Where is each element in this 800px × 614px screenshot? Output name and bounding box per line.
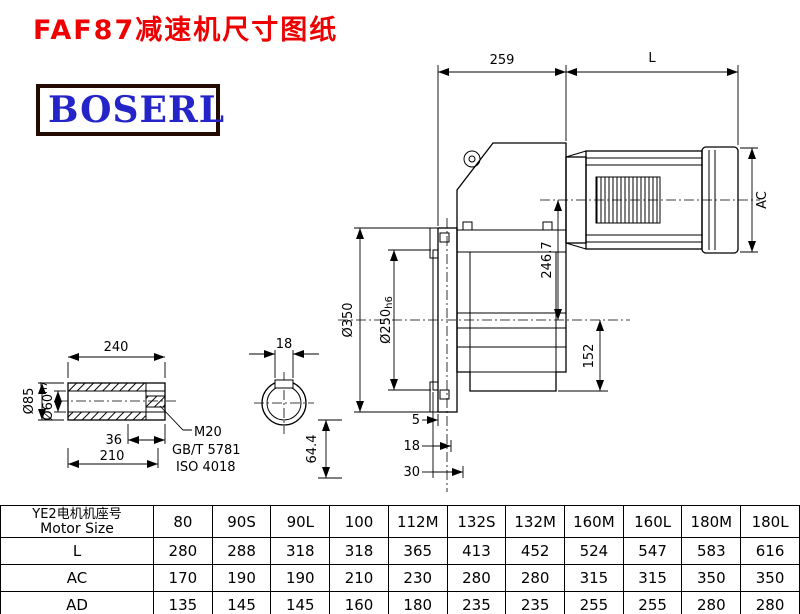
dim-shaft-bore-tolerance: H7 — [40, 381, 50, 394]
dimension-value-cell: 160 — [329, 591, 389, 614]
lifting-eye-icon — [463, 150, 481, 168]
motor-stator-ribs — [595, 176, 661, 224]
dimension-value-cell: 280 — [740, 591, 800, 614]
dimension-value-cell: 365 — [387, 537, 448, 565]
dim-210: 210 — [100, 449, 125, 464]
dimension-value-cell: 315 — [622, 564, 683, 592]
fan-cowl — [701, 146, 739, 254]
dimension-value-cell: 318 — [270, 537, 331, 565]
dim-ac: AC — [755, 191, 770, 209]
shaft-section-view: 18 — [249, 337, 319, 434]
label-m20: M20 — [194, 425, 222, 440]
dimension-value-cell: 235 — [446, 591, 507, 614]
dimension-value-cell: 280 — [446, 564, 507, 592]
dim-spigot-diameter-value: Ø250 — [379, 309, 394, 344]
dimension-value-cell: 170 — [153, 564, 213, 592]
dimension-value-cell: 583 — [681, 537, 742, 565]
dim-shaft-bore: Ø60H7 — [40, 381, 56, 420]
motor-size-col-header: 160L — [622, 505, 683, 538]
shaft-detail-view: 240 Ø85 Ø60H7 36 210 M20 — [22, 340, 241, 475]
dim-spigot-tolerance: h6 — [384, 296, 395, 309]
dim-spigot-diameter: Ø250h6 — [379, 296, 395, 344]
dimension-value-cell: 235 — [505, 591, 566, 614]
dimension-value-cell: 524 — [564, 537, 624, 565]
dimension-value-cell: 145 — [211, 591, 272, 614]
dimension-value-cell: 280 — [153, 537, 213, 565]
dimension-value-cell: 190 — [270, 564, 331, 592]
table-header-en: Motor Size — [40, 520, 114, 537]
dim-step-5: 5 — [412, 413, 420, 428]
dimension-value-cell: 210 — [329, 564, 389, 592]
boserl-logo-text: BOSERL — [48, 89, 226, 131]
motor-size-col-header: 132M — [505, 505, 566, 538]
flange-hole-icon — [439, 389, 450, 400]
label-iso-4018: ISO 4018 — [176, 460, 236, 475]
bolt-icon — [542, 221, 553, 231]
motor — [565, 146, 739, 254]
page-title: FAF87减速机尺寸图纸 — [33, 15, 339, 46]
dim-240: 240 — [104, 340, 129, 355]
dim-axis-distance: 246.7 — [540, 241, 555, 278]
motor-size-col-header: 160M — [564, 505, 624, 538]
motor-size-col-header: 132S — [446, 505, 507, 538]
dimension-value-cell: 350 — [681, 564, 742, 592]
dim-36: 36 — [105, 433, 122, 448]
row-label-l: L — [0, 537, 154, 565]
dimension-value-cell: 255 — [622, 591, 683, 614]
dim-259: 259 — [490, 53, 515, 68]
dim-flange-diameter: Ø350 — [341, 302, 356, 337]
dimension-value-cell: 190 — [211, 564, 272, 592]
dimensions-main: 259 L AC Ø350 Ø250h6 246.7 15 — [305, 51, 770, 480]
motor-size-col-header: 90S — [211, 505, 272, 538]
motor-size-col-header: 180L — [740, 505, 800, 538]
motor-size-col-header: 100 — [329, 505, 389, 538]
dim-step-30: 30 — [403, 465, 420, 480]
dimension-value-cell: 288 — [211, 537, 272, 565]
motor-size-col-header: 80 — [153, 505, 213, 538]
dimension-value-cell: 350 — [740, 564, 800, 592]
dimension-value-cell: 315 — [564, 564, 624, 592]
boserl-logo: BOSERL — [36, 84, 224, 136]
table-header-label-cell: YE2电机机座号 Motor Size — [0, 505, 154, 538]
dimension-value-cell: 616 — [740, 537, 800, 565]
dimension-value-cell: 280 — [681, 591, 742, 614]
row-label-ac: AC — [0, 564, 154, 592]
dim-shaft-od: Ø85 — [22, 388, 37, 415]
dimension-value-cell: 318 — [329, 537, 389, 565]
m20-tapped-hole — [145, 395, 166, 408]
dim-152: 152 — [582, 344, 597, 369]
motor-size-col-header: 90L — [270, 505, 331, 538]
dim-keyway-18: 18 — [276, 337, 293, 352]
dimension-value-cell: 280 — [505, 564, 566, 592]
dimension-value-cell: 452 — [505, 537, 566, 565]
keyway-slot — [274, 379, 294, 389]
motor-size-col-header: 180M — [681, 505, 742, 538]
flange-hole-icon — [439, 232, 450, 243]
row-label-ad: AD — [0, 591, 154, 614]
dim-step-18: 18 — [403, 439, 420, 454]
dim-shaft-bore-value: Ø60 — [41, 394, 56, 421]
dimension-value-cell: 135 — [153, 591, 213, 614]
dimension-value-cell: 413 — [446, 537, 507, 565]
dimension-value-cell: 230 — [387, 564, 448, 592]
technical-drawing: 259 L AC Ø350 Ø250h6 246.7 15 — [22, 51, 770, 492]
motor-size-col-header: 112M — [387, 505, 448, 538]
dimension-value-cell: 145 — [270, 591, 331, 614]
table-header-cn: YE2电机机座号 — [32, 506, 122, 522]
dimension-value-cell: 547 — [622, 537, 683, 565]
dimension-value-cell: 180 — [387, 591, 448, 614]
dim-motor-l: L — [648, 51, 656, 66]
bolt-icon — [462, 221, 473, 231]
dimension-value-cell: 255 — [564, 591, 624, 614]
dim-64-4: 64.4 — [305, 435, 320, 464]
label-gbt-5781: GB/T 5781 — [172, 443, 241, 458]
